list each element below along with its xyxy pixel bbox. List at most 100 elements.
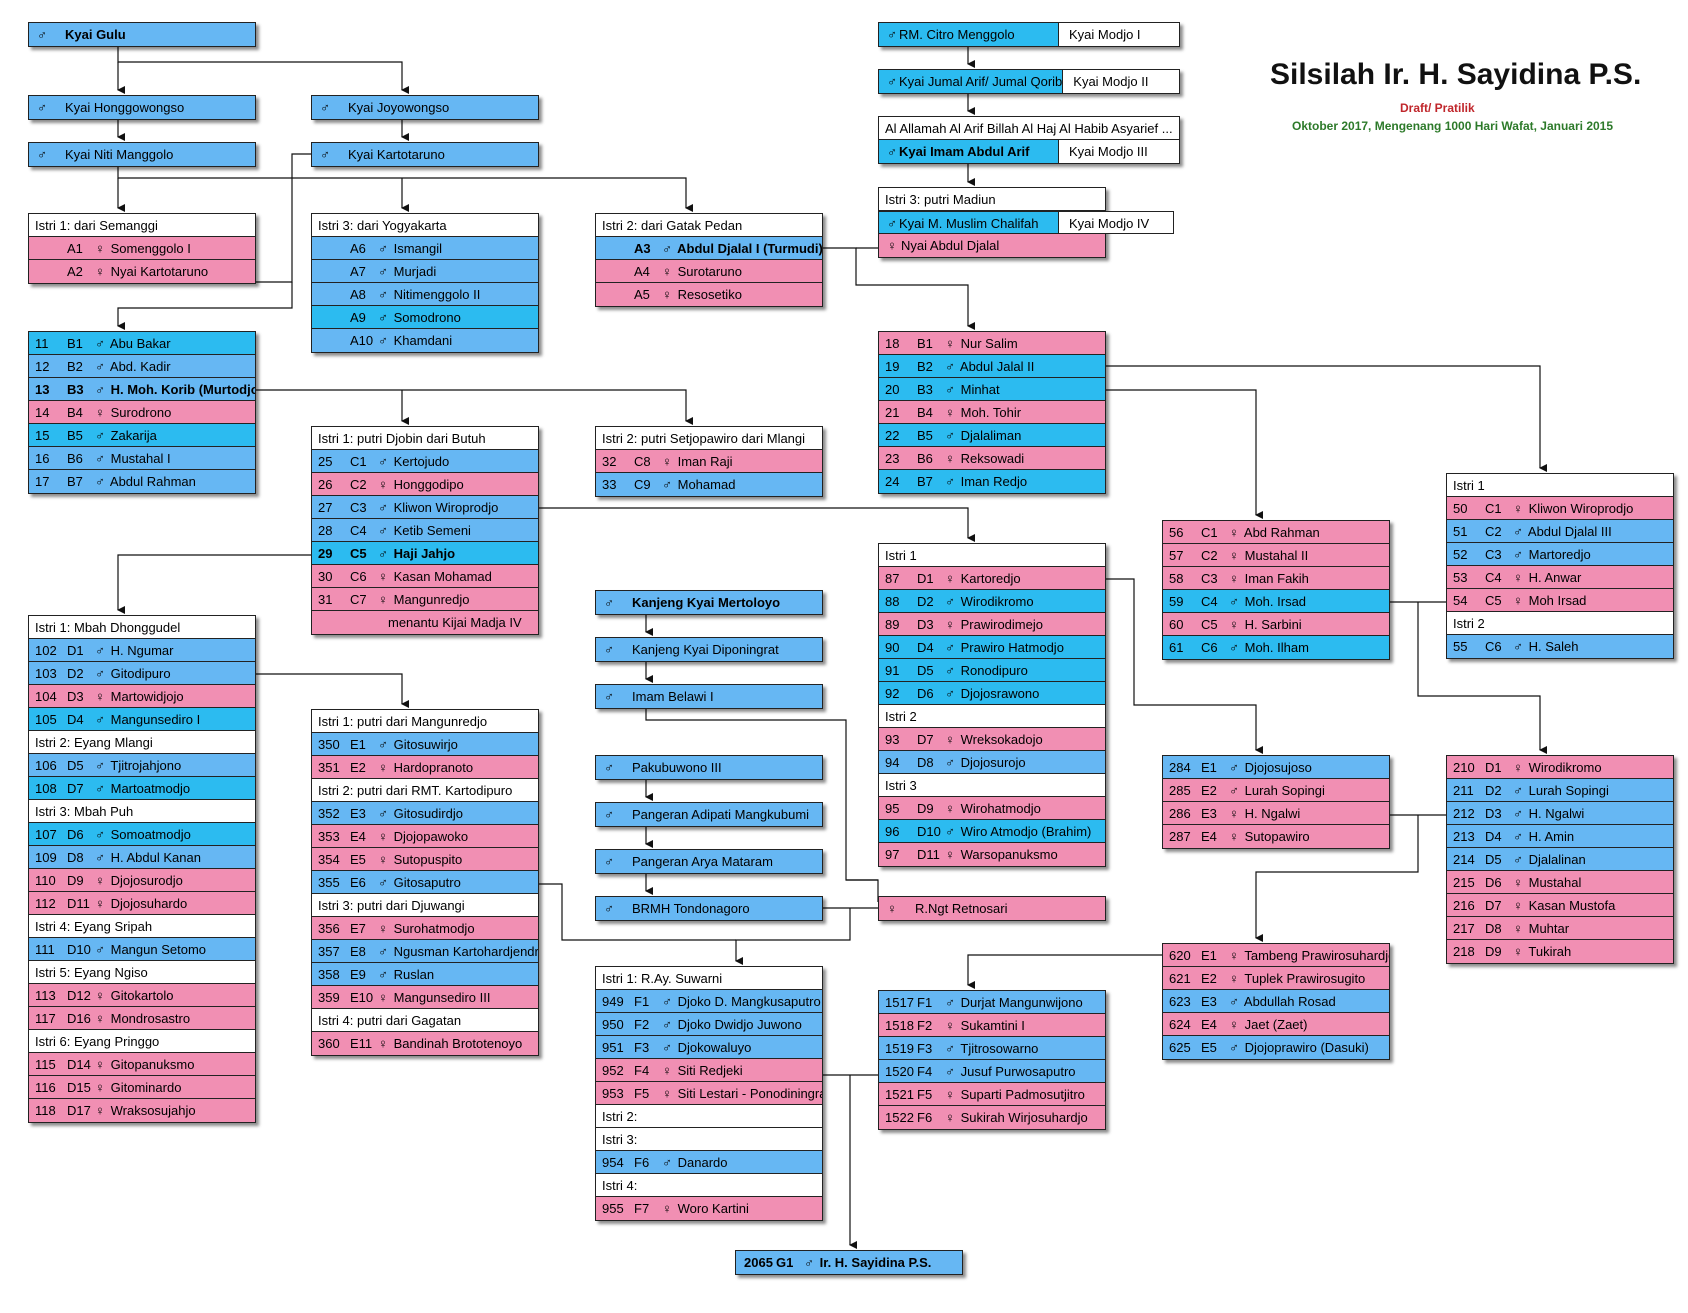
person-row[interactable]: ♀R.Ngt Retnosari	[879, 897, 1105, 920]
person-row[interactable]: A4♀ Surotaruno	[596, 260, 822, 283]
person-row[interactable]: ♂Pakubuwono III	[596, 756, 822, 779]
person-row[interactable]: ♂Imam Belawi I	[596, 685, 822, 708]
person-row[interactable]: ♂Kyai Gulu	[29, 23, 255, 46]
person-row[interactable]: A8♂ Nitimenggolo II	[312, 283, 538, 306]
person-row[interactable]: A5♀ Resosetiko	[596, 283, 822, 306]
person-row[interactable]: ♂Kanjeng Kyai Diponingrat	[596, 638, 822, 661]
person-row[interactable]: ♂Kyai Kartotaruno	[312, 143, 538, 166]
person-row[interactable]: A1♀ Somenggolo I	[29, 237, 255, 260]
person-row[interactable]: ♂Pangeran Adipati Mangkubumi	[596, 803, 822, 826]
person-row[interactable]: A9♂ Somodrono	[312, 306, 538, 329]
person-row[interactable]: A7♂ Murjadi	[312, 260, 538, 283]
person-row[interactable]: ♂Kyai Joyowongso	[312, 96, 538, 119]
